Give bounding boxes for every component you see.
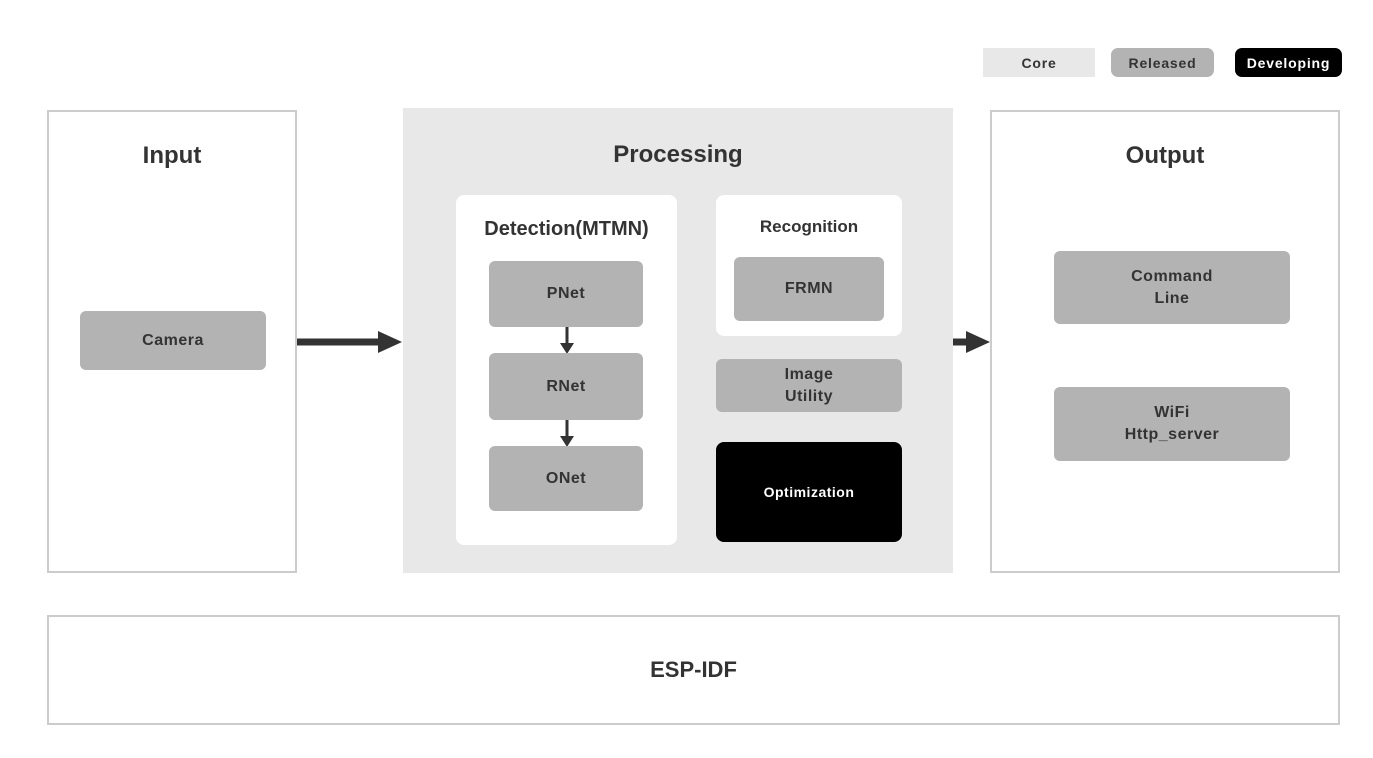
esp-idf-title: ESP-IDF bbox=[650, 657, 737, 682]
optimization-node: Optimization bbox=[716, 442, 902, 542]
arrow-head-icon bbox=[378, 331, 402, 353]
onet-node: ONet bbox=[489, 446, 643, 511]
arrow-stem bbox=[297, 338, 384, 346]
input-title: Input bbox=[142, 142, 202, 169]
output-title: Output bbox=[1125, 142, 1205, 169]
legend-released-chip: Released bbox=[1111, 48, 1214, 77]
detection-title: Detection(MTMN) bbox=[484, 218, 649, 240]
command-line-node: Command Line bbox=[1054, 251, 1290, 324]
frmn-node: FRMN bbox=[734, 257, 884, 321]
legend-developing-chip: Developing bbox=[1235, 48, 1342, 77]
input-to-processing-arrow bbox=[297, 329, 402, 355]
processing-to-output-arrow bbox=[953, 329, 990, 355]
arrow-head-icon bbox=[966, 331, 990, 353]
recognition-group: Recognition FRMN bbox=[716, 195, 902, 336]
pnet-node: PNet bbox=[489, 261, 643, 327]
arrow-head-icon bbox=[559, 436, 574, 447]
output-section: Output Command Line WiFi Http_server bbox=[990, 110, 1340, 573]
arrow-stem bbox=[565, 327, 568, 345]
processing-title: Processing bbox=[613, 141, 743, 168]
input-section: Input Camera bbox=[47, 110, 297, 573]
arrow-stem bbox=[565, 420, 568, 438]
recognition-title: Recognition bbox=[759, 217, 859, 236]
esp-idf-section: ESP-IDF bbox=[47, 615, 1340, 725]
processing-section: Processing Detection(MTMN) PNet RNet ONe… bbox=[403, 108, 953, 573]
rnet-to-onet-arrow bbox=[559, 420, 575, 447]
rnet-node: RNet bbox=[489, 353, 643, 420]
detection-group: Detection(MTMN) PNet RNet ONet bbox=[456, 195, 677, 545]
pnet-to-rnet-arrow bbox=[559, 327, 575, 354]
camera-node: Camera bbox=[80, 311, 266, 370]
legend-core-chip: Core bbox=[983, 48, 1095, 77]
wifi-http-server-node: WiFi Http_server bbox=[1054, 387, 1290, 461]
arrow-stem bbox=[953, 338, 972, 346]
image-utility-node: Image Utility bbox=[716, 359, 902, 412]
arrow-head-icon bbox=[559, 343, 574, 354]
